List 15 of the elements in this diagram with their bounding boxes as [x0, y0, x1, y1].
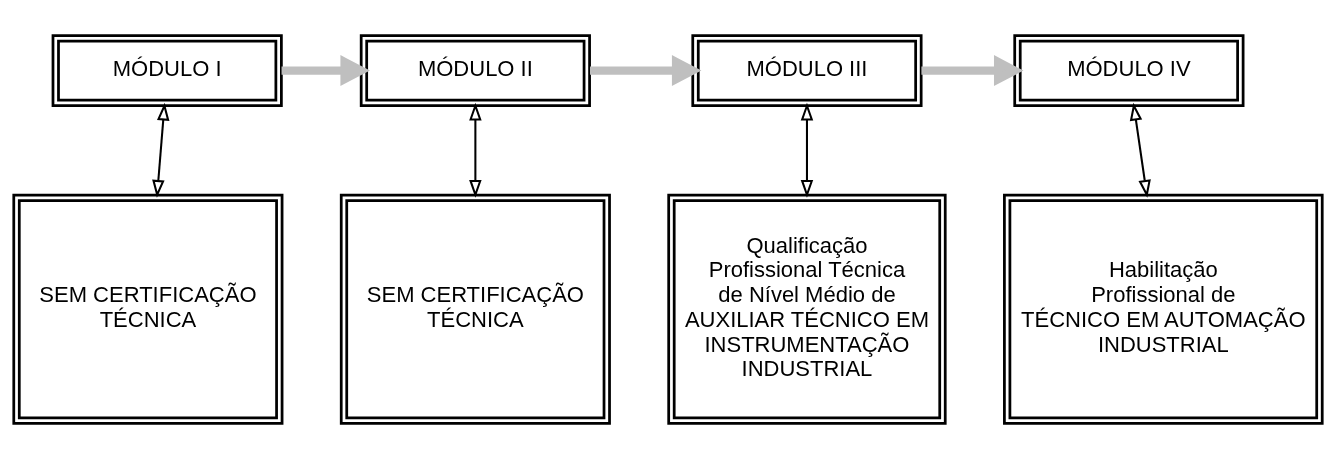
arrow [469, 102, 482, 198]
node-box: SEM CERTIFICAÇÃO TÉCNICA [339, 193, 611, 425]
arrow [152, 102, 170, 198]
node-box: MÓDULO III [691, 34, 923, 108]
node-box: MÓDULO I [51, 34, 283, 108]
arrow [1129, 102, 1151, 198]
arrow [590, 55, 702, 87]
node-box: SEM CERTIFICAÇÃO TÉCNICA [12, 193, 284, 425]
node-box: Habilitação Profissional de TÉCNICO EM AUTOMAÇÃO INDUSTRIAL [1003, 193, 1324, 425]
node-box: Qualificação Profissional Técnica de Nível Médio de AUXILIAR TÉCNICO EM INSTRUMENTAÇÃO INDUSTRIAL [667, 193, 947, 425]
arrow [281, 55, 370, 87]
arrow [800, 102, 814, 198]
node-box: MÓDULO IV [1013, 34, 1245, 108]
arrow [921, 55, 1024, 87]
node-box: MÓDULO II [359, 34, 591, 108]
